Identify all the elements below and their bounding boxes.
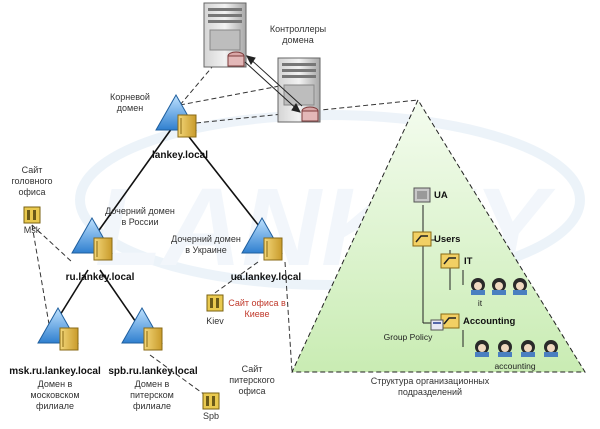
user-icon (475, 340, 489, 357)
msk-caption: Домен в московском филиале (30, 379, 80, 411)
accounting-group-label: accounting (494, 361, 536, 371)
ou-folder-icon-users (412, 231, 432, 247)
dashed-links (31, 39, 419, 396)
controllers-label: Контроллеры домена (269, 24, 327, 45)
group-policy-label: Group Policy (383, 332, 433, 342)
spb-site-label: Spb (202, 411, 219, 421)
user-icon (471, 278, 485, 295)
child-ua-caption: Дочерний домен в Украине (171, 234, 241, 255)
it-group-label: it (477, 298, 483, 308)
user-icon (492, 278, 506, 295)
domain-icon-ua (241, 216, 283, 261)
ou-structure-triangle (291, 98, 586, 373)
ou-it-label: IT (464, 256, 473, 267)
domain-icon-root (155, 93, 197, 138)
spb-caption: Домен в питерском филиале (130, 379, 174, 411)
child-ua-label: ua.lankey.local (230, 272, 302, 283)
domain-icon-ru (71, 216, 113, 261)
kiev-site-label: Kiev (206, 316, 224, 326)
user-icon (521, 340, 535, 357)
accounting-users (475, 340, 558, 357)
msk-domain-label: msk.ru.lankey.local (9, 366, 101, 377)
domain-icon-msk (37, 306, 79, 351)
child-ru-caption: Дочерний домен в России (105, 206, 175, 227)
site-icon-msk (23, 206, 41, 224)
ou-structure-caption: Структура организационных подразделений (370, 376, 490, 397)
ou-icon-ua (413, 187, 431, 203)
root-domain-caption: Корневой домен (110, 92, 150, 113)
kiev-site-caption: Сайт офиса в Киеве (228, 298, 286, 319)
ou-folder-icon-it (440, 253, 460, 269)
it-users (471, 278, 527, 295)
spb-site-caption: Сайт питерского офиса (229, 364, 275, 396)
spb-domain-label: spb.ru.lankey.local (108, 366, 198, 377)
group-policy-icon (430, 319, 444, 331)
head-site-caption: Сайт головного офиса (11, 165, 53, 197)
replication-arrows (244, 55, 303, 113)
site-icon-spb (202, 392, 220, 410)
user-icon (544, 340, 558, 357)
ou-accounting-label: Accounting (463, 316, 516, 327)
ou-folder-icon-accounting (440, 313, 460, 329)
child-ru-label: ru.lankey.local (65, 272, 135, 283)
ou-ua-label: UA (434, 190, 448, 201)
domain-icon-spb (121, 306, 163, 351)
user-icon (513, 278, 527, 295)
domain-controller-1 (203, 2, 247, 68)
user-icon (498, 340, 512, 357)
msk-site-label: Msk (23, 225, 41, 235)
site-icon-kiev (206, 294, 224, 312)
ou-users-label: Users (434, 234, 461, 245)
root-domain-label: lankey.local (152, 150, 208, 161)
